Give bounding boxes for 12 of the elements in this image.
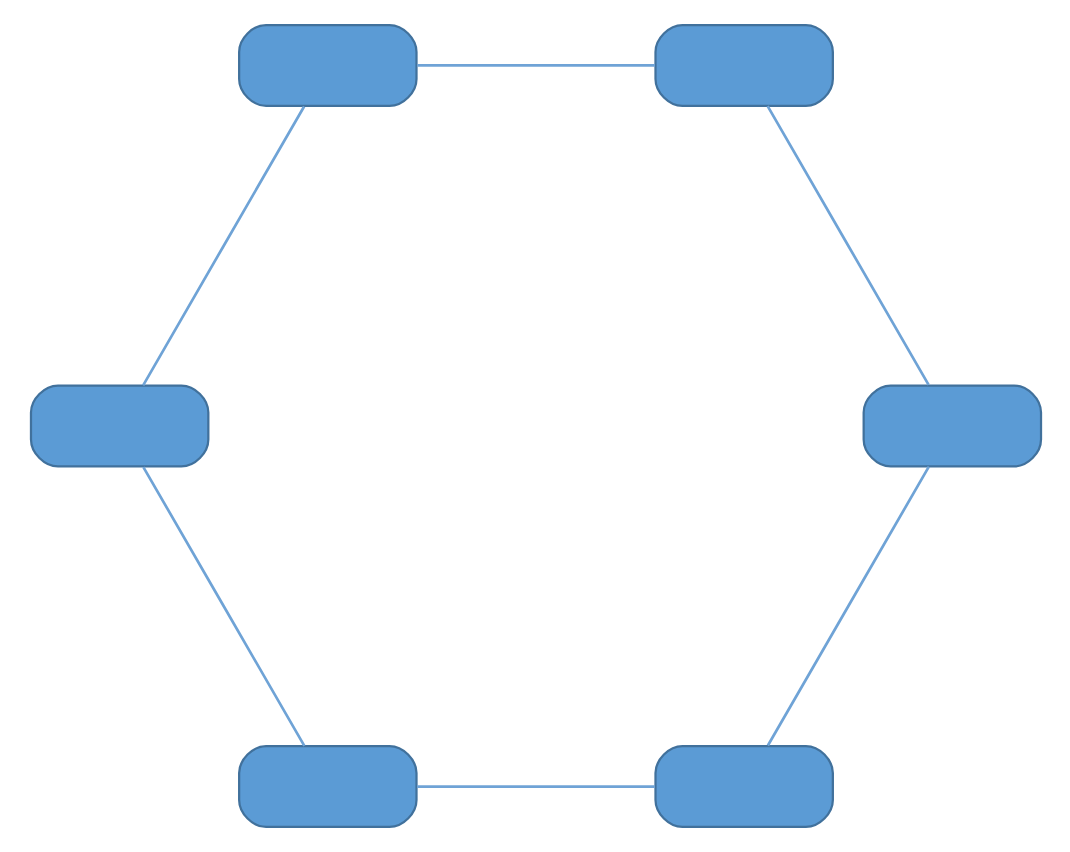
node-box xyxy=(237,23,417,107)
node-box xyxy=(653,745,833,829)
connector xyxy=(416,785,654,788)
connector xyxy=(416,64,654,67)
connector xyxy=(765,466,930,747)
connector xyxy=(141,466,305,747)
node-box xyxy=(237,745,417,829)
connector xyxy=(140,105,305,386)
connector xyxy=(765,105,929,386)
node-box xyxy=(653,23,833,107)
node-box xyxy=(28,384,209,468)
node-box xyxy=(861,384,1042,468)
